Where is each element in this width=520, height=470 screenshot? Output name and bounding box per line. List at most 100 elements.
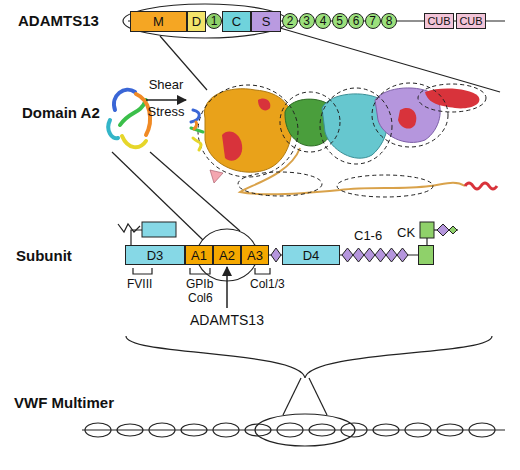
zoom-lines [150, 152, 240, 231]
ligand-label: GPIb [186, 278, 213, 292]
unfolded-a2 [191, 110, 203, 150]
cub-box: CUB [424, 13, 454, 29]
domain-circle: 3 [299, 13, 315, 29]
binding-bracket [190, 268, 210, 274]
binding-bracket [133, 268, 152, 274]
subunit-backbone [118, 224, 140, 232]
zoom-ellipse [123, 4, 500, 92]
subunit-backbone [131, 230, 142, 245]
repeat-diamond [375, 248, 386, 262]
cleavage-label: ADAMTS13 [190, 312, 264, 328]
domain-circle: 2 [282, 13, 298, 29]
propeptide-box [142, 222, 176, 237]
figure-label: Subunit [16, 247, 72, 264]
propeptide-box [142, 222, 457, 238]
multimer-chain [245, 424, 271, 436]
zoom-lines [112, 152, 203, 240]
domain-label: 3 [303, 15, 310, 27]
subunit-domain: A2 [213, 245, 241, 265]
domain-outline [198, 83, 486, 197]
ligand-label: Col1/3 [250, 278, 285, 292]
domain-label: 6 [353, 15, 360, 27]
multimer-chain [213, 423, 239, 437]
repeat-diamond [271, 248, 281, 262]
adamts13-structure [258, 98, 270, 110]
multimer-chain [85, 423, 111, 437]
domain-label: A2 [219, 249, 235, 262]
domain-outline [238, 172, 322, 196]
multimer-chain [437, 424, 463, 436]
subunit-domain: A3 [241, 245, 269, 265]
domain-label: 5 [336, 15, 343, 27]
domain-outline [320, 88, 392, 164]
domain-circle: 1 [206, 13, 222, 29]
curly-brace [283, 378, 301, 415]
subunit-domain: D4 [282, 245, 340, 265]
figure-label: VWF Multimer [14, 394, 114, 411]
adamts13-structure [465, 183, 497, 189]
domain-label: 2 [287, 15, 294, 27]
domain-label: D3 [147, 249, 164, 262]
zoom-ellipse [280, 28, 500, 92]
repeat-diamond [342, 248, 353, 262]
multimer-chain [309, 424, 335, 436]
unfolded-a2 [191, 110, 199, 122]
domain-label: CK [397, 226, 415, 239]
a2-ribbon [122, 136, 146, 147]
zoom-lines [112, 152, 257, 281]
curly-brace [126, 336, 492, 415]
domain-label: 7 [369, 15, 376, 27]
ligand-label: Col6 [188, 292, 213, 306]
arrow-label: Shear [149, 78, 184, 93]
adamts13-structure [240, 148, 465, 194]
domain-label: D [192, 15, 201, 28]
a2-ribbon [114, 90, 135, 110]
a2-ribbon [108, 90, 150, 148]
adamts13-structure [204, 88, 497, 194]
repeat-diamond [364, 248, 375, 262]
shear-arrow [146, 99, 186, 101]
adamts13-structure [210, 170, 223, 183]
a2-ribbon [120, 100, 146, 125]
domain-outline [418, 84, 486, 112]
binding-bracket [255, 268, 270, 274]
multimer-chain [181, 424, 207, 436]
domain-label: 1 [211, 15, 218, 27]
repeat-diamond [353, 248, 364, 262]
domain-outline [337, 175, 433, 197]
propeptide-box [449, 226, 457, 234]
repeat-diamond [386, 248, 397, 262]
figure-label: Domain A2 [22, 104, 100, 121]
propeptide-box [420, 222, 434, 238]
subunit-domain: CK [418, 245, 434, 265]
domain-circle: 5 [332, 13, 348, 29]
unfolded-a2 [194, 122, 197, 129]
multimer-chain [149, 423, 175, 437]
adamts13-structure [425, 89, 479, 109]
ligand-label: FVIII [127, 278, 152, 292]
domain-label: M [153, 15, 164, 28]
subunit-backbone [426, 238, 427, 245]
domain-label: CUB [459, 16, 482, 27]
subunit-domain: A1 [185, 245, 213, 265]
multimer-chain [469, 423, 495, 437]
domain-outline [372, 83, 448, 147]
domain-label: 8 [386, 15, 393, 27]
multimer-chain [117, 424, 143, 436]
domain-box: M [130, 11, 187, 32]
domain-outline [280, 92, 340, 152]
domain-box: C [222, 11, 251, 32]
domain-circle: 6 [348, 13, 364, 29]
multimer-chain [373, 424, 399, 436]
domain-circle: 7 [365, 13, 381, 29]
multimer-chain [255, 414, 355, 446]
adamts13-structure [222, 132, 242, 161]
subunit-domain: D3 [125, 245, 185, 265]
cleavage-arrow [226, 267, 228, 308]
domain-label: C1-6 [354, 229, 382, 244]
domain-circle: 4 [315, 13, 331, 29]
domain-box: D [187, 11, 206, 32]
multimer-chain [341, 423, 367, 437]
cleavage-arrow [226, 267, 228, 308]
multimer-chain [277, 423, 303, 437]
